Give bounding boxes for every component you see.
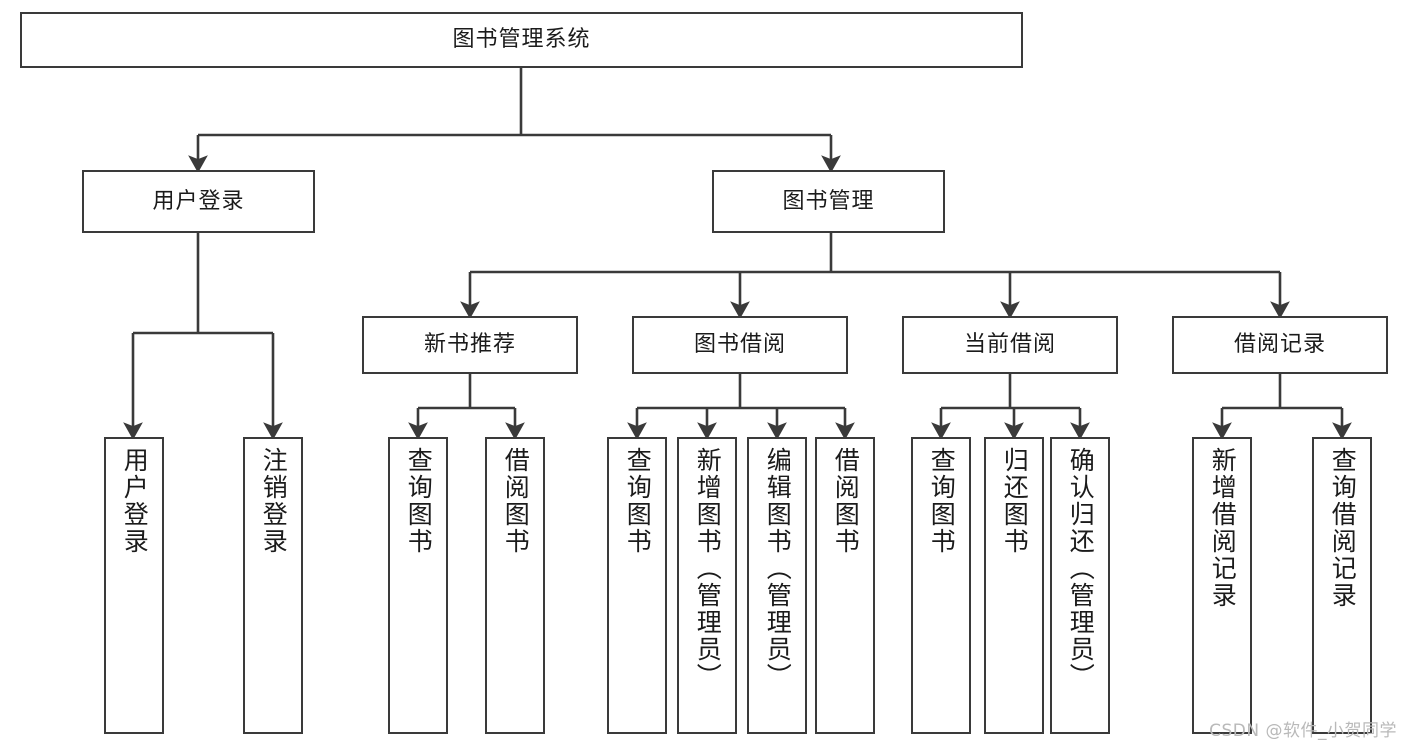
node-current-borrow-label: 当前借阅 <box>963 332 1056 357</box>
node-book-borrow[interactable]: 图书借阅 <box>632 316 848 374</box>
node-root[interactable]: 图书管理系统 <box>20 12 1023 68</box>
node-leaf-add-record[interactable]: 新增借阅记录 <box>1192 437 1252 734</box>
node-new-book-rec[interactable]: 新书推荐 <box>362 316 578 374</box>
node-leaf-user-logout[interactable]: 注销登录 <box>243 437 303 734</box>
node-leaf-query-book-2[interactable]: 查询图书 <box>607 437 667 734</box>
node-book-manage[interactable]: 图书管理 <box>712 170 945 233</box>
node-leaf-borrow-book-2[interactable]: 借阅图书 <box>815 437 875 734</box>
node-leaf-query-book-3-label: 查询图书 <box>927 447 957 555</box>
node-leaf-query-record[interactable]: 查询借阅记录 <box>1312 437 1372 734</box>
node-leaf-query-book-1[interactable]: 查询图书 <box>388 437 448 734</box>
node-leaf-user-logout-label: 注销登录 <box>259 447 289 555</box>
watermark-text: CSDN @软件_小贺同学 <box>1209 721 1397 741</box>
node-leaf-query-record-label: 查询借阅记录 <box>1328 447 1358 609</box>
node-leaf-confirm-return[interactable]: 确认归还（管理员） <box>1050 437 1110 734</box>
node-new-book-rec-label: 新书推荐 <box>423 332 516 357</box>
node-leaf-query-book-1-label: 查询图书 <box>404 447 434 555</box>
node-leaf-confirm-return-label: 确认归还（管理员） <box>1066 447 1096 690</box>
node-leaf-add-record-label: 新增借阅记录 <box>1208 447 1238 609</box>
node-leaf-user-login-label: 用户登录 <box>120 447 150 555</box>
node-borrow-record[interactable]: 借阅记录 <box>1172 316 1388 374</box>
node-leaf-edit-book-label: 编辑图书（管理员） <box>763 447 793 690</box>
node-book-borrow-label: 图书借阅 <box>693 332 786 357</box>
node-leaf-query-book-2-label: 查询图书 <box>623 447 653 555</box>
node-leaf-edit-book[interactable]: 编辑图书（管理员） <box>747 437 807 734</box>
node-user-login[interactable]: 用户登录 <box>82 170 315 233</box>
node-leaf-return-book-label: 归还图书 <box>1000 447 1030 555</box>
node-leaf-return-book[interactable]: 归还图书 <box>984 437 1044 734</box>
node-leaf-add-book-label: 新增图书（管理员） <box>693 447 723 690</box>
node-current-borrow[interactable]: 当前借阅 <box>902 316 1118 374</box>
node-book-manage-label: 图书管理 <box>782 188 875 214</box>
node-leaf-query-book-3[interactable]: 查询图书 <box>911 437 971 734</box>
node-leaf-borrow-book-1-label: 借阅图书 <box>501 447 531 555</box>
node-leaf-borrow-book-1[interactable]: 借阅图书 <box>485 437 545 734</box>
node-root-label: 图书管理系统 <box>452 27 591 52</box>
node-borrow-record-label: 借阅记录 <box>1233 332 1326 357</box>
node-user-login-label: 用户登录 <box>152 188 245 214</box>
node-leaf-user-login[interactable]: 用户登录 <box>104 437 164 734</box>
node-leaf-add-book[interactable]: 新增图书（管理员） <box>677 437 737 734</box>
node-leaf-borrow-book-2-label: 借阅图书 <box>831 447 861 555</box>
